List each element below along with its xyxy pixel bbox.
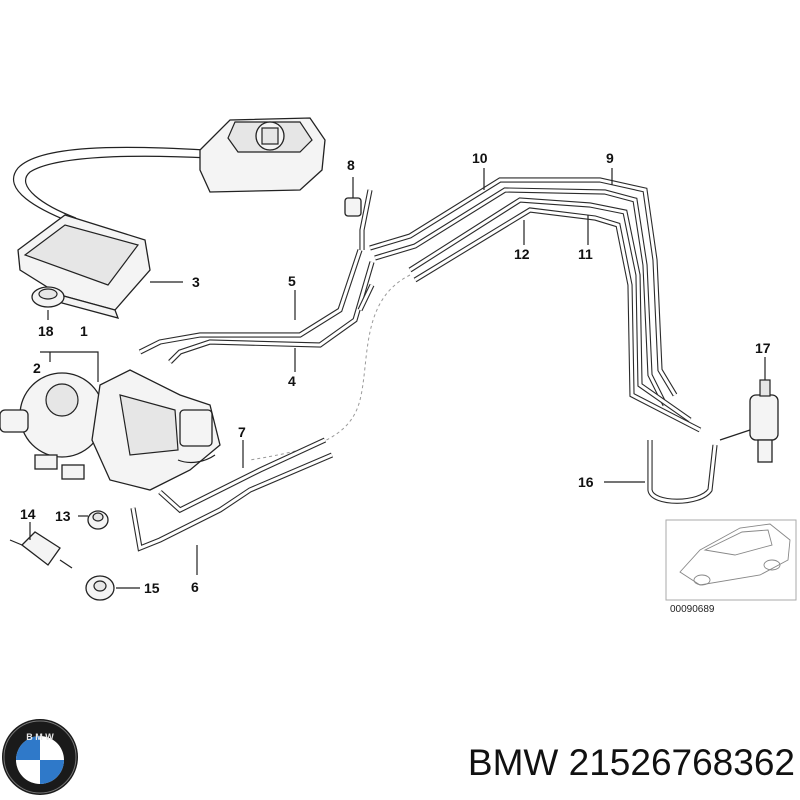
routing-hint [249, 274, 411, 461]
callout-3: 3 [192, 274, 200, 290]
callout-17: 17 [755, 340, 771, 356]
hydraulic-unit [0, 369, 221, 491]
callout-2: 2 [33, 360, 41, 376]
part-title: BMW 21526768362 [410, 738, 795, 788]
washer-part-15 [85, 575, 115, 601]
brake-pipe-bundle [359, 177, 702, 433]
brand-name: BMW [467, 742, 559, 783]
brake-pipes-4-5 [138, 249, 375, 364]
fluid-reservoir [12, 117, 326, 223]
bmw-logo: B M W [2, 719, 78, 795]
callout-9: 9 [606, 150, 614, 166]
callout-14: 14 [20, 506, 36, 522]
brake-hose-part-16 [647, 440, 718, 504]
callout-11: 11 [578, 246, 593, 262]
svg-text:B M W: B M W [26, 732, 54, 742]
callout-18: 18 [38, 323, 54, 339]
connector-part-8 [344, 183, 362, 217]
callout-6: 6 [191, 579, 199, 595]
callout-15: 15 [144, 580, 160, 596]
callout-7: 7 [238, 424, 246, 440]
nut-part-13 [87, 510, 109, 530]
callout-13: 13 [55, 508, 71, 524]
callout-16: 16 [578, 474, 594, 490]
callout-10: 10 [472, 150, 488, 166]
leader-lines [29, 168, 766, 589]
cover-part-3 [17, 214, 151, 319]
diagram-reference-code: 00090689 [670, 604, 715, 615]
rubber-mount-part-14 [9, 531, 73, 569]
callout-8: 8 [347, 157, 355, 173]
part-number: 21526768362 [568, 742, 795, 783]
callout-5: 5 [288, 273, 296, 289]
callout-4: 4 [288, 373, 296, 389]
vehicle-thumbnail: 00090689 [665, 519, 797, 615]
brake-pipes-6-7 [130, 437, 334, 552]
pressure-regulator-part-17 [719, 379, 779, 463]
grommet-part-18 [31, 286, 65, 308]
callout-12: 12 [514, 246, 530, 262]
callout-1: 1 [80, 323, 88, 339]
